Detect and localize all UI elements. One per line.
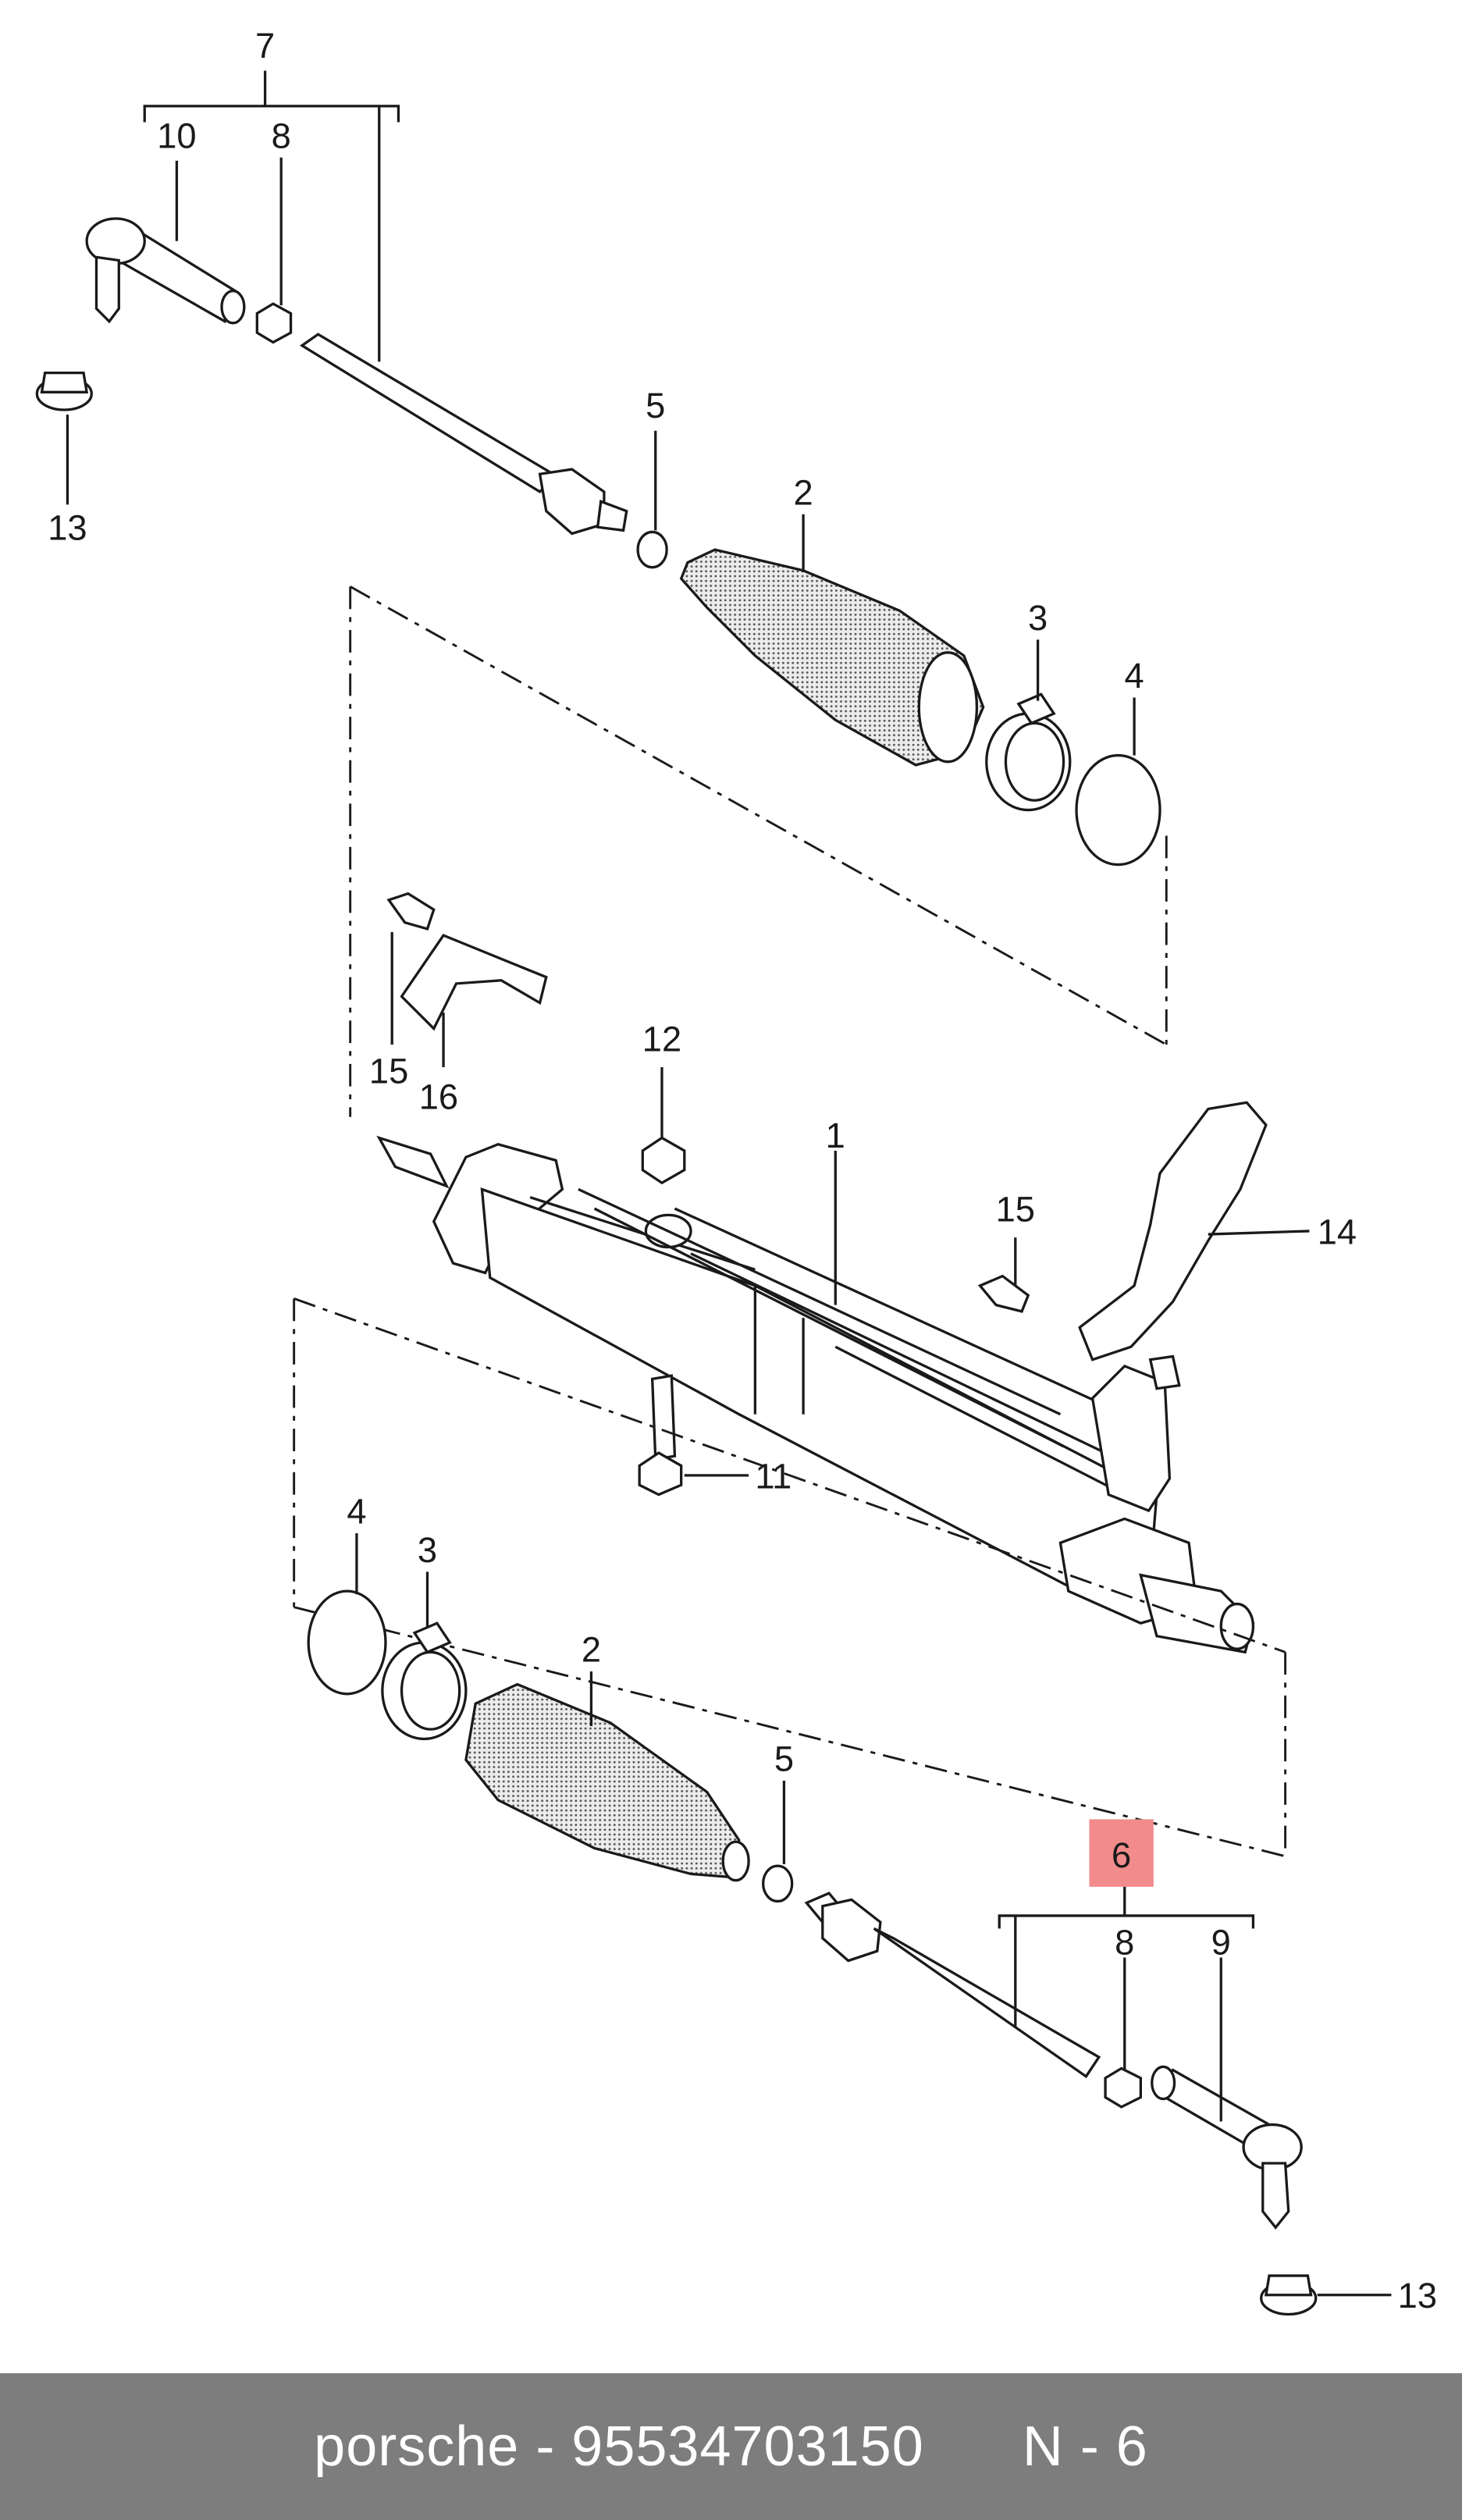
rack-housing	[376, 1135, 1255, 1654]
bolt-15-lower	[977, 1274, 1030, 1313]
label-16: 16	[419, 1077, 458, 1116]
boot-bottom	[464, 1682, 741, 1879]
inner-tie-rod-top	[299, 333, 628, 536]
label-10: 10	[157, 116, 196, 155]
label-13-bottom: 13	[1398, 2276, 1437, 2315]
label-2-bottom: 2	[582, 1630, 601, 1670]
footer-bar: porsche - 95534703150 N - 6	[0, 2373, 1462, 2520]
footer-part-number: 95534703150	[571, 2415, 924, 2478]
label-7: 7	[255, 26, 275, 66]
label-3-top: 3	[1028, 598, 1048, 638]
highlight-box	[1089, 1819, 1154, 1887]
label-13-top: 13	[48, 508, 87, 548]
o-ring-top	[1075, 753, 1161, 867]
label-2-top: 2	[794, 472, 813, 512]
label-4-bottom: 4	[347, 1492, 366, 1532]
flange-nut-top	[35, 371, 93, 411]
clip-bottom	[762, 1864, 794, 1903]
footer-gap	[924, 2415, 1023, 2478]
footer-ref: N - 6	[1022, 2415, 1148, 2478]
nut-top	[255, 302, 293, 344]
label-14: 14	[1318, 1212, 1357, 1251]
o-ring-bottom	[307, 1589, 387, 1696]
label-9: 9	[1211, 1922, 1231, 1962]
tie-rod-end-top	[85, 217, 246, 325]
label-11: 11	[755, 1456, 791, 1496]
label-1: 1	[826, 1116, 845, 1155]
top-assembly	[35, 70, 1161, 867]
clip-top	[636, 530, 668, 569]
label-4-top: 4	[1125, 656, 1144, 696]
footer-brand: porsche	[314, 2415, 520, 2478]
label-12: 12	[642, 1019, 681, 1059]
middle-assembly	[376, 892, 1310, 1654]
label-3-bottom: 3	[418, 1530, 437, 1570]
clamp-top	[985, 692, 1072, 812]
label-6: 6	[1112, 1835, 1131, 1875]
label-15-lower: 15	[996, 1190, 1035, 1230]
footer-separator: -	[519, 2415, 572, 2478]
inner-tie-rod-bottom	[804, 1892, 1101, 2079]
bracket-16	[400, 934, 548, 1031]
bracket-14	[1078, 1101, 1268, 1361]
nut-bottom	[1104, 2066, 1142, 2109]
tie-rod-end-bottom	[1151, 2065, 1303, 2230]
label-5-bottom: 5	[774, 1739, 794, 1779]
label-8-top: 8	[272, 116, 291, 155]
label-5-top: 5	[646, 386, 665, 425]
nut-12	[641, 1136, 686, 1185]
label-15-upper: 15	[369, 1052, 408, 1091]
bottom-assembly	[307, 1532, 1392, 2316]
clamp-bottom	[381, 1621, 468, 1741]
bolt-15-upper	[386, 892, 436, 931]
label-8-bottom: 8	[1115, 1922, 1134, 1962]
footer-caption: porsche - 95534703150 N - 6	[314, 2415, 1148, 2479]
flange-nut-bottom	[1260, 2274, 1318, 2316]
bolt-11	[638, 1374, 683, 1497]
